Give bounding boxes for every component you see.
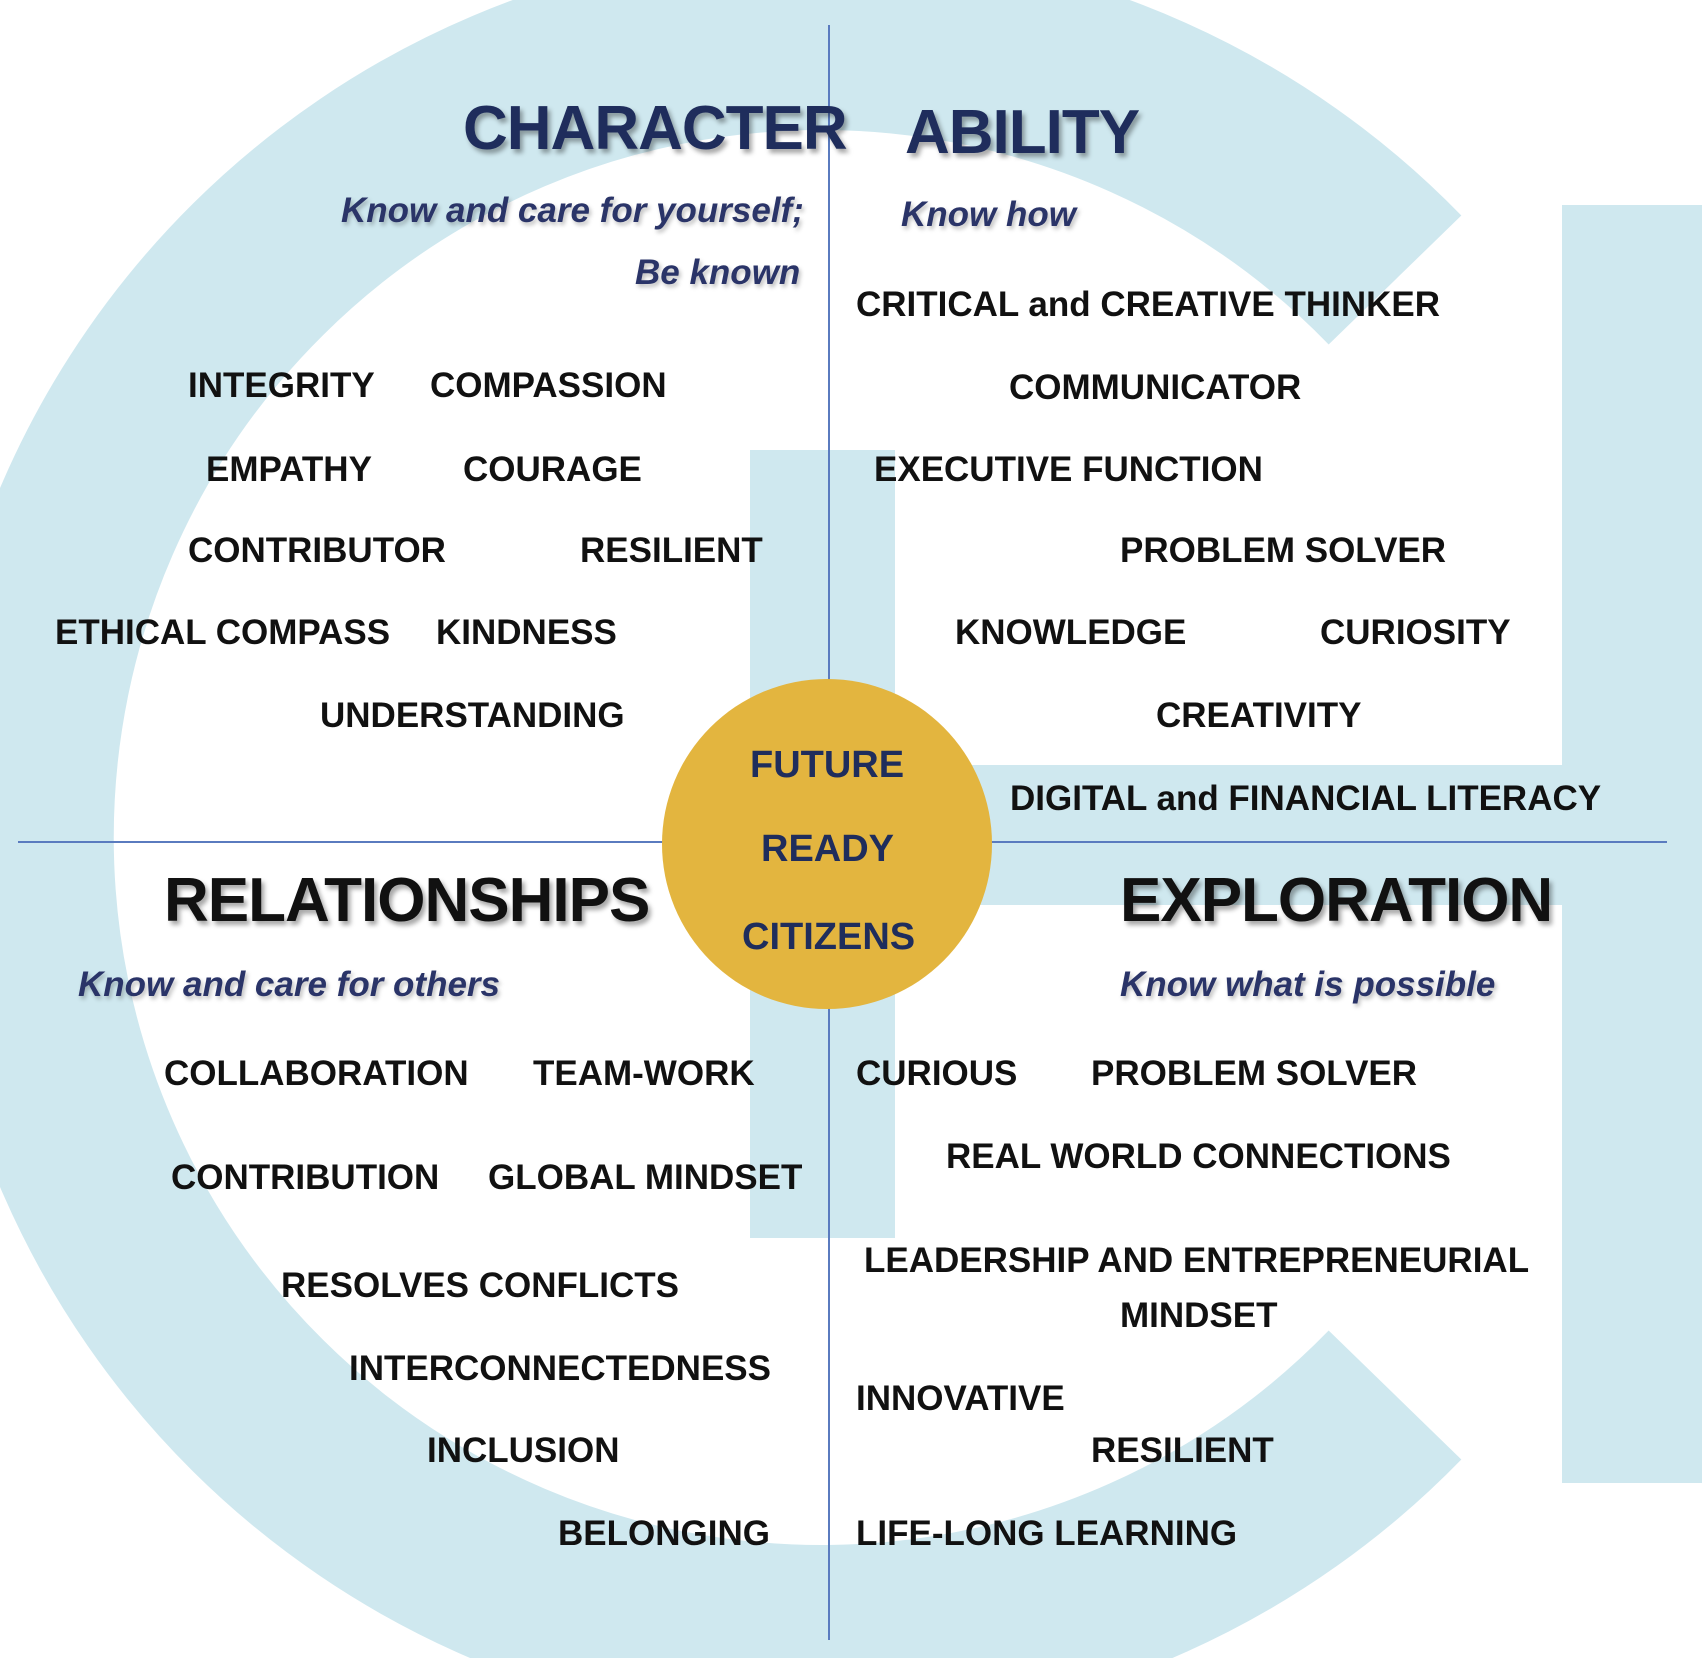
- character-subtitle-line1: Know and care for yourself;: [341, 191, 804, 230]
- character-item: INTEGRITY: [188, 366, 375, 405]
- exploration-item: REAL WORLD CONNECTIONS: [946, 1137, 1451, 1176]
- character-title: CHARACTER: [463, 94, 848, 163]
- ability-item: KNOWLEDGE: [955, 613, 1187, 652]
- exploration-subtitle: Know what is possible: [1120, 965, 1496, 1004]
- ability-item: COMMUNICATOR: [1009, 368, 1302, 407]
- character-item: ETHICAL COMPASS: [55, 613, 391, 652]
- ability-item: DIGITAL and FINANCIAL LITERACY: [1010, 779, 1602, 818]
- center-circle: [662, 679, 992, 1009]
- character-item: RESILIENT: [580, 531, 763, 570]
- character-item: COURAGE: [463, 450, 642, 489]
- outer-c-ring: [0, 0, 1462, 1658]
- h-right-stem: [1562, 205, 1702, 1483]
- exploration-item: CURIOUS: [856, 1054, 1018, 1093]
- ability-item: EXECUTIVE FUNCTION: [874, 450, 1263, 489]
- relationships-subtitle: Know and care for others: [78, 965, 501, 1004]
- exploration-title: EXPLORATION: [1120, 866, 1553, 935]
- exploration-item: LIFE-LONG LEARNING: [856, 1514, 1238, 1553]
- ability-item: CURIOSITY: [1320, 613, 1511, 652]
- exploration-item: RESILIENT: [1091, 1431, 1274, 1470]
- ability-item: CRITICAL and CREATIVE THINKER: [856, 285, 1440, 324]
- exploration-item: PROBLEM SOLVER: [1091, 1054, 1418, 1093]
- center-label-ready: READY: [761, 828, 895, 870]
- relationships-item: COLLABORATION: [164, 1054, 469, 1093]
- character-item: COMPASSION: [430, 366, 667, 405]
- relationships-item: INCLUSION: [427, 1431, 620, 1470]
- ability-subtitle: Know how: [901, 195, 1076, 234]
- h-crossbar: [895, 765, 1562, 905]
- character-item: EMPATHY: [206, 450, 372, 489]
- relationships-item: GLOBAL MINDSET: [488, 1158, 803, 1197]
- character-item: UNDERSTANDING: [320, 696, 625, 735]
- relationships-item: TEAM-WORK: [533, 1054, 755, 1093]
- relationships-item: CONTRIBUTION: [171, 1158, 440, 1197]
- relationships-item: BELONGING: [558, 1514, 770, 1553]
- relationships-item: RESOLVES CONFLICTS: [281, 1266, 679, 1305]
- center-label-citizens: CITIZENS: [742, 916, 916, 958]
- relationships-title: RELATIONSHIPS: [164, 866, 650, 935]
- ability-title: ABILITY: [905, 98, 1140, 167]
- relationships-item: INTERCONNECTEDNESS: [349, 1349, 771, 1388]
- character-item: KINDNESS: [436, 613, 617, 652]
- character-subtitle-line2: Be known: [635, 253, 801, 292]
- center-label-future: FUTURE: [750, 744, 905, 786]
- ability-item: CREATIVITY: [1156, 696, 1362, 735]
- exploration-item: INNOVATIVE: [856, 1379, 1065, 1418]
- ability-item: PROBLEM SOLVER: [1120, 531, 1447, 570]
- exploration-item: MINDSET: [1120, 1296, 1278, 1335]
- character-item: CONTRIBUTOR: [188, 531, 446, 570]
- exploration-item: LEADERSHIP AND ENTREPRENEURIAL: [864, 1241, 1530, 1280]
